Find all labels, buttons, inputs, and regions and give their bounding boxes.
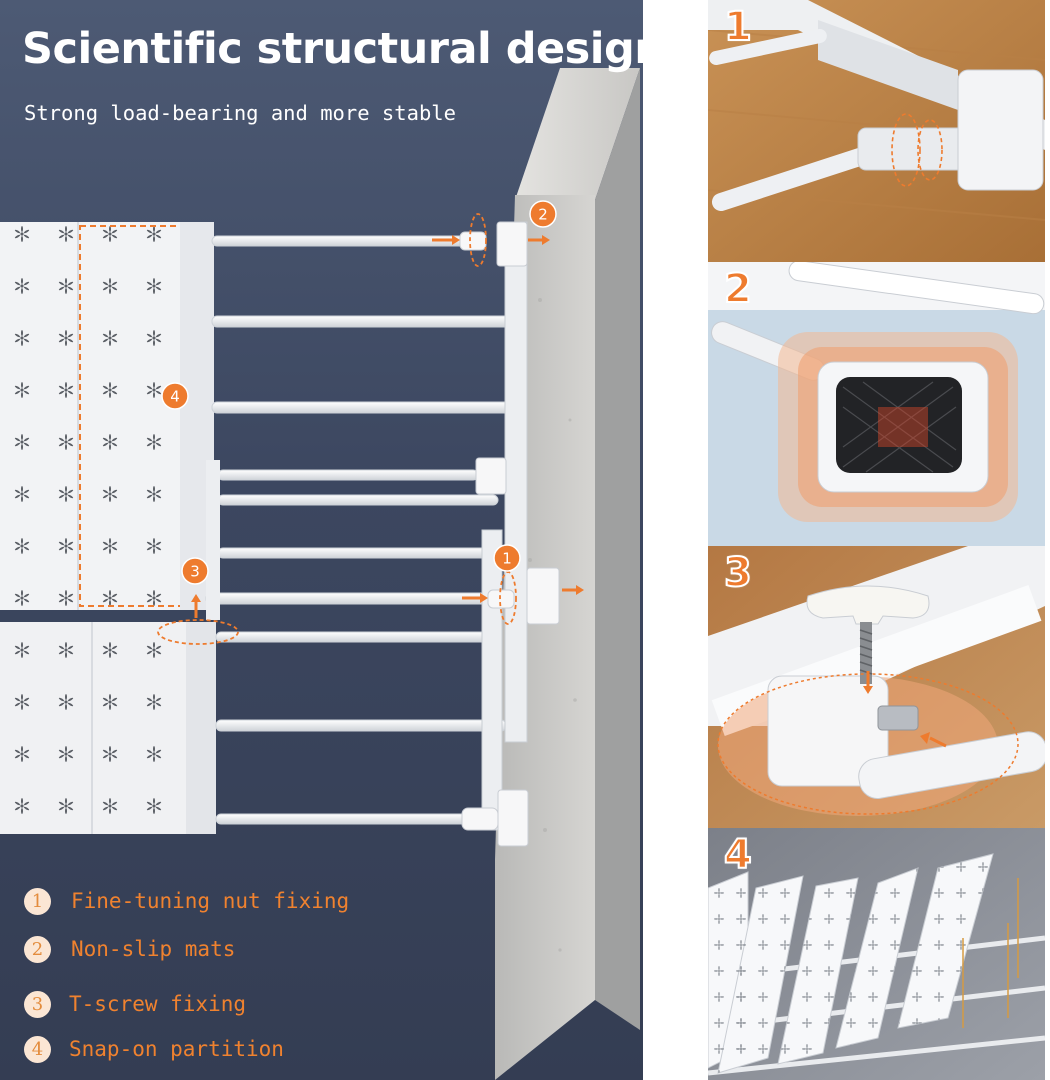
- callout-badge-3: 3: [181, 557, 209, 585]
- page-title: Scientific structural design: [22, 24, 643, 74]
- detail-number-2: 2: [723, 265, 753, 313]
- legend-item-1: 1 Fine-tuning nut fixing: [24, 884, 349, 918]
- legend-number-2: 2: [24, 935, 51, 963]
- callout-badge-4: 4: [161, 382, 189, 410]
- detail-panel-2: 2: [708, 262, 1045, 546]
- legend-text-1: Fine-tuning nut fixing: [71, 889, 350, 913]
- partition-closeup-image: [708, 828, 1045, 1080]
- legend-item-3: 3 T-screw fixing: [24, 987, 246, 1021]
- t-screw-closeup-image: [708, 546, 1045, 828]
- nut-closeup-image: [708, 0, 1045, 262]
- callout-3-label: 3: [190, 563, 200, 581]
- detail-number-3: 3: [723, 549, 753, 597]
- shelf-illustration: 2 4 1 3: [0, 68, 640, 1080]
- legend-text-4: Snap-on partition: [69, 1037, 284, 1061]
- detail-panel-3: 3: [708, 546, 1045, 828]
- legend-text-3: T-screw fixing: [69, 992, 247, 1016]
- callout-4-label: 4: [170, 388, 180, 406]
- legend-text-2: Non-slip mats: [71, 937, 236, 961]
- legend-number-1: 1: [24, 887, 51, 915]
- detail-panel-1: 1: [708, 0, 1045, 262]
- callout-2-label: 2: [538, 206, 548, 224]
- detail-number-1: 1: [723, 3, 753, 51]
- t-screw-icon: [806, 585, 930, 684]
- legend-item-4: 4 Snap-on partition: [24, 1032, 284, 1066]
- main-panel: 2 4 1 3 Scientific structural design Str…: [0, 0, 643, 1080]
- detail-panel-4: 4: [708, 828, 1045, 1080]
- legend-number-4: 4: [24, 1035, 51, 1063]
- legend-item-2: 2 Non-slip mats: [24, 932, 235, 966]
- mat-closeup-image: [708, 262, 1045, 546]
- callout-badge-2: 2: [529, 200, 557, 228]
- callout-badge-1: 1: [493, 544, 521, 572]
- detail-number-4: 4: [723, 831, 753, 879]
- legend-number-3: 3: [24, 990, 51, 1018]
- callout-1-label: 1: [502, 550, 512, 568]
- page-subtitle: Strong load-bearing and more stable: [24, 101, 456, 125]
